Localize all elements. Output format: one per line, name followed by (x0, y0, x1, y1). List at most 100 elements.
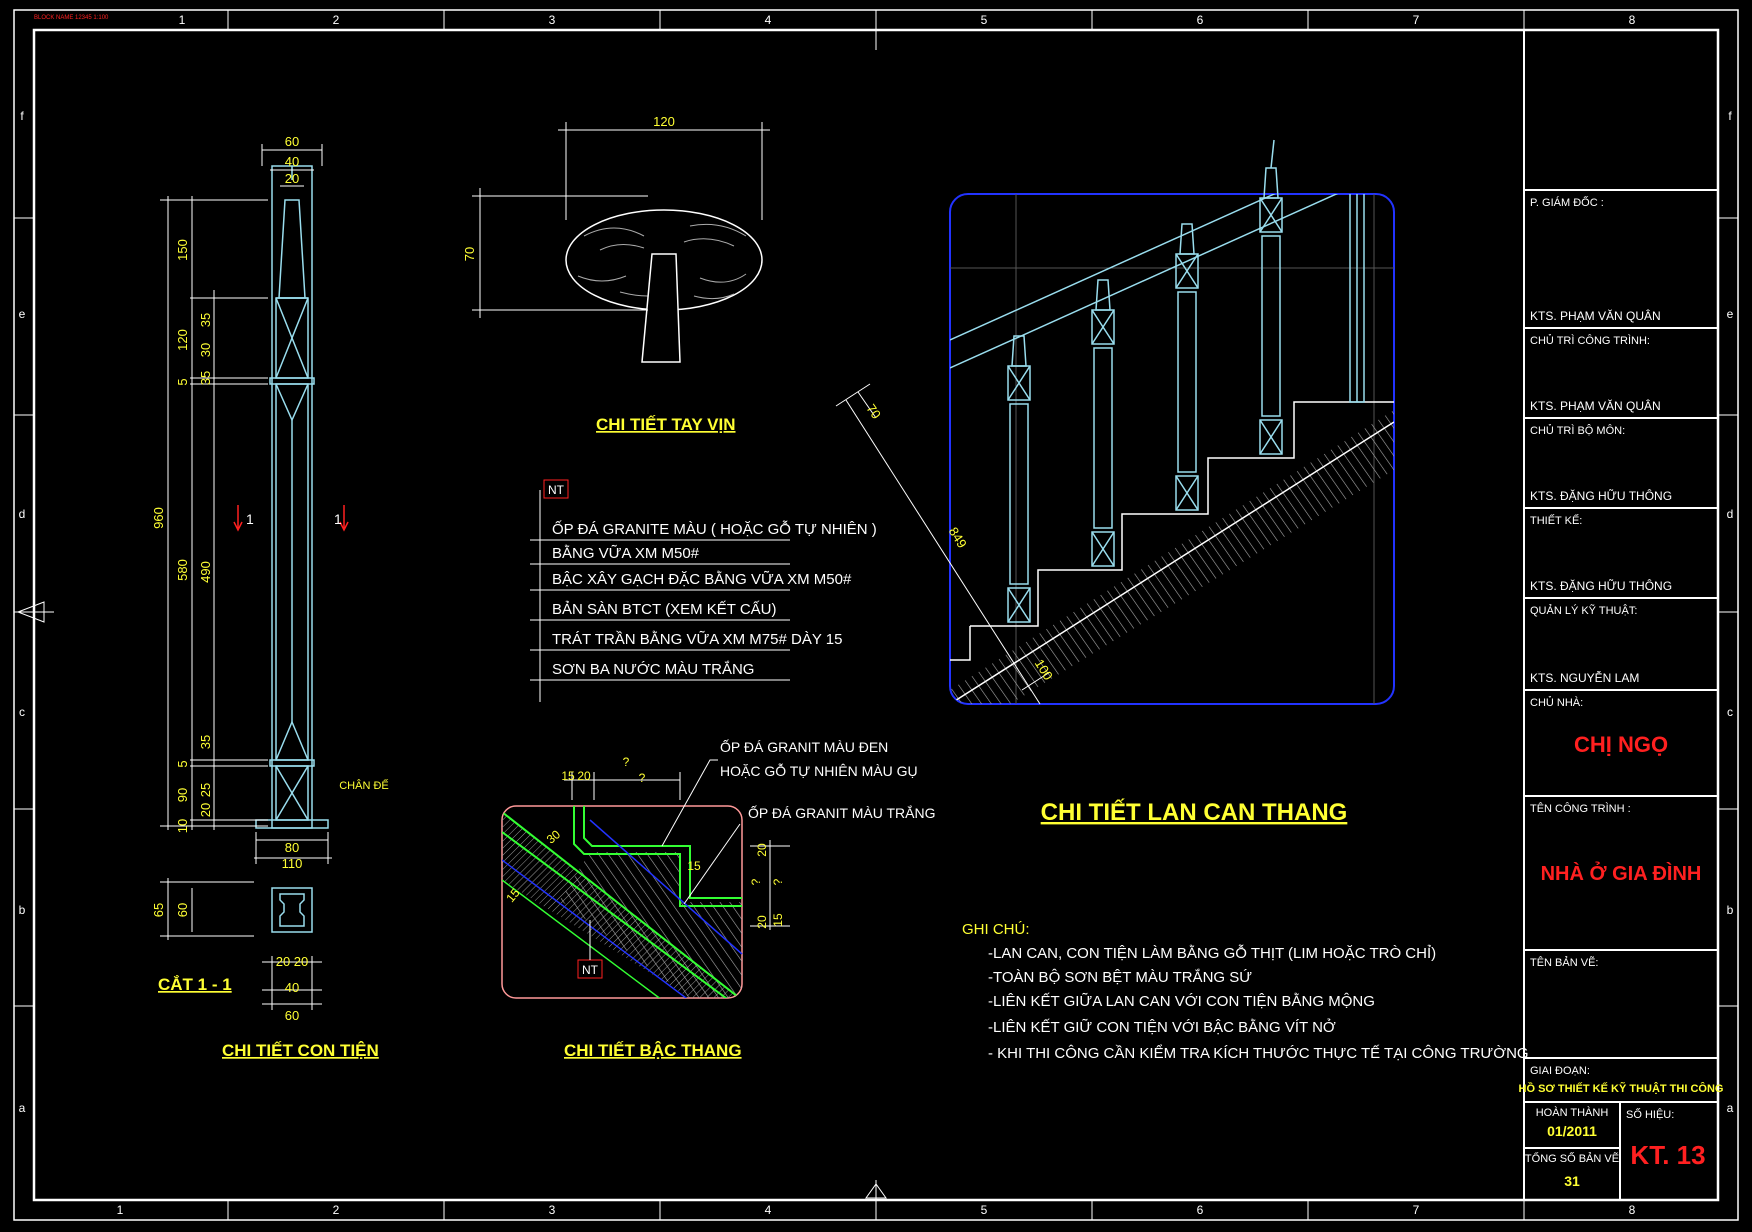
section-dimensions (160, 878, 322, 1010)
col-label: 6 (1197, 1203, 1204, 1217)
dept-label: CHỦ TRÌ BỘ MÔN: (1530, 424, 1625, 437)
row-label: c (1727, 705, 1733, 719)
col-label: 7 (1413, 1203, 1420, 1217)
nt-line: BẢN SÀN BTCT (XEM KẾT CẤU) (552, 601, 776, 618)
owner-name: CHỊ NGỌ (1574, 732, 1668, 757)
note-line: - KHI THI CÔNG CẦN KIỂM TRA KÍCH THƯỚC T… (988, 1044, 1529, 1062)
dim: 35 (198, 371, 213, 385)
dim: 20 (755, 915, 769, 929)
title-block-text: P. GIÁM ĐỐC : KTS. PHẠM VĂN QUÂN CHỦ TRÌ… (1519, 195, 1724, 1189)
dim: 35 (198, 735, 213, 749)
row-label: a (19, 1101, 26, 1115)
row-label: c (19, 705, 25, 719)
row-label: b (19, 903, 26, 917)
dim: ? (749, 878, 763, 885)
col-label: 3 (549, 1203, 556, 1217)
qa-label: QUẢN LÝ KỸ THUẬT: (1530, 604, 1637, 617)
dim: 120 (653, 114, 675, 129)
handrail-dimensions (472, 122, 770, 318)
col-label: 7 (1413, 13, 1420, 27)
col-label: 3 (549, 13, 556, 27)
dim: 150 (175, 239, 190, 261)
dim: 20 (198, 803, 213, 817)
post-elevation (255, 165, 329, 829)
dim: ? (623, 755, 630, 769)
note-line: -TOÀN BỘ SƠN BỆT MÀU TRẮNG SỨ (988, 968, 1252, 986)
handrail-detail-title: CHI TIẾT TAY VỊN (596, 415, 736, 434)
dim: 5 (175, 378, 190, 385)
step-callouts: ỐP ĐÁ GRANIT MÀU ĐEN HOẶC GỖ TỰ NHIÊN MÀ… (582, 738, 935, 977)
dim: 490 (198, 561, 213, 583)
col-label: 1 (179, 13, 186, 27)
nt-line: TRÁT TRẦN BẰNG VỮA XM M75# DÀY 15 (552, 630, 842, 648)
col-label: 4 (765, 1203, 772, 1217)
base-label: CHÂN ĐẾ (339, 779, 389, 792)
dim: 65 (151, 903, 166, 917)
step-dim-text: 15 20 ? ? 20 ? ? 15 20 30 15 15 (503, 755, 785, 929)
qa-name: KTS. NGUYỄN LAM (1530, 670, 1639, 685)
corner-tag: BLOCK NAME 12345 1:100 (34, 15, 109, 21)
dim: 120 (175, 329, 190, 351)
row-label: b (1727, 903, 1734, 917)
step-detail-drawing (501, 805, 743, 999)
row-label: d (19, 507, 26, 521)
dim: 15 (687, 859, 701, 873)
stair-railing-title: CHI TIẾT LAN CAN THANG (1041, 798, 1348, 826)
dim: 15 (561, 769, 575, 783)
title-block (1523, 30, 1718, 1200)
phase-label: GIAI ĐOẠN: (1530, 1065, 1590, 1077)
dim: 35 (198, 313, 213, 327)
dim: 20 (755, 843, 769, 857)
section-title: CẮT 1 - 1 (158, 975, 232, 994)
col-label: 8 (1629, 13, 1636, 27)
dim: 80 (285, 840, 299, 855)
col-label: 1 (117, 1203, 124, 1217)
dim: 20 (294, 954, 308, 969)
nt-tag: NT (582, 963, 599, 977)
dim: 90 (175, 788, 190, 802)
callout: ỐP ĐÁ GRANIT MÀU ĐEN (720, 738, 888, 755)
section-mark-label: 1 (334, 511, 342, 527)
nt-line: BẰNG VỮA XM M50# (552, 544, 700, 562)
note-line: -LIÊN KẾT GIỮ CON TIỆN VỚI BẬC BẰNG VÍT … (988, 1018, 1336, 1036)
stair-railing-drawing (835, 139, 1395, 705)
col-label: 8 (1629, 1203, 1636, 1217)
post-dim-text: 60 40 20 960 580 150 120 5 490 35 5 90 1… (151, 134, 389, 871)
owner-label: CHỦ NHÀ: (1530, 696, 1583, 709)
dim: 60 (285, 134, 299, 149)
post-dimensions (160, 144, 332, 864)
total-value: 31 (1564, 1173, 1580, 1189)
step-detail-title: CHI TIẾT BẬC THANG (564, 1041, 742, 1060)
notes-heading: GHI CHÚ: (962, 921, 1030, 938)
dim: 20 (577, 769, 591, 783)
section-mark-label: 1 (246, 511, 254, 527)
row-label: a (1727, 1101, 1734, 1115)
dim: 70 (863, 401, 884, 421)
drawing-label: TÊN BẢN VẼ: (1530, 956, 1598, 969)
dim: 60 (175, 903, 190, 917)
dim: ? (771, 878, 785, 885)
col-label: 4 (765, 13, 772, 27)
col-label: 2 (333, 13, 340, 27)
section-mark (233, 505, 349, 532)
callout: HOẶC GỖ TỰ NHIÊN MÀU GỤ (720, 762, 918, 779)
nt-line: SƠN BA NƯỚC MÀU TRẮNG (552, 660, 754, 678)
note-line: -LIÊN KẾT GIỮA LAN CAN VỚI CON TIỆN BẰNG… (988, 992, 1375, 1010)
project-label: TÊN CÔNG TRÌNH : (1530, 802, 1631, 815)
phase-value: HỒ SƠ THIẾT KẾ KỸ THUẬT THI CÔNG (1519, 1082, 1724, 1095)
row-label: e (1727, 307, 1734, 321)
callout: ỐP ĐÁ GRANIT MÀU TRẮNG (748, 804, 935, 821)
lead-name: KTS. PHẠM VĂN QUÂN (1530, 398, 1661, 413)
col-label: 2 (333, 1203, 340, 1217)
dim: 10 (175, 819, 190, 833)
dim: 30 (198, 343, 213, 357)
dim: 40 (285, 154, 299, 169)
row-label: d (1727, 507, 1734, 521)
dim: ? (639, 771, 646, 785)
dim: 25 (198, 783, 213, 797)
post-section (271, 887, 313, 933)
project-name: NHÀ Ở GIA ĐÌNH (1541, 861, 1702, 885)
handrail-section (565, 209, 763, 363)
row-label: f (1728, 109, 1732, 123)
